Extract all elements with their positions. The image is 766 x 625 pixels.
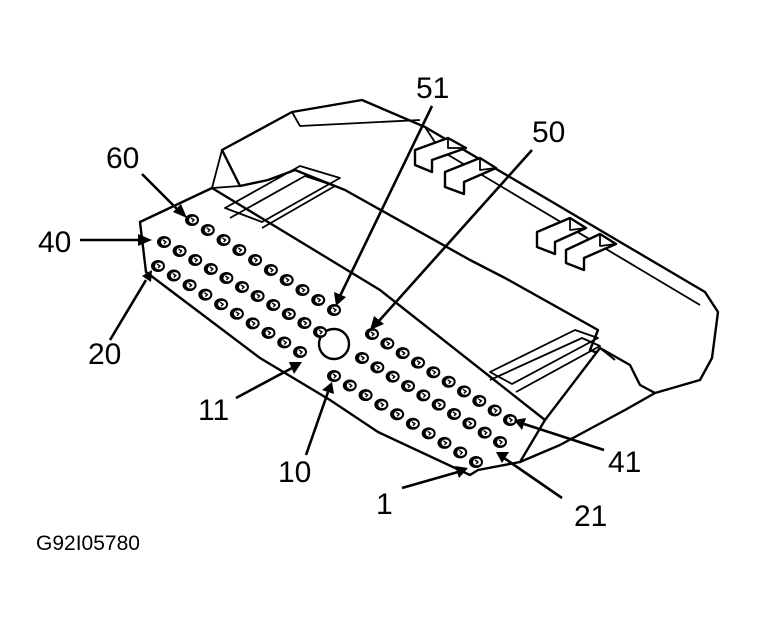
callout-41: 41: [608, 446, 641, 479]
arrowhead-50: [370, 316, 384, 330]
pin-left-row-middle: [172, 245, 187, 257]
pin-left-row-top: [185, 214, 199, 226]
pin-left-row-bottom: [182, 279, 197, 292]
pin-left-row-top: [216, 234, 231, 246]
leader-41: [523, 422, 605, 452]
pin-left-row-bottom: [293, 346, 307, 358]
pin-left-row-middle: [235, 281, 249, 293]
pin-left-row-top: [200, 224, 215, 236]
pin-left-row-bottom: [245, 317, 260, 330]
pin-left-row-middle: [250, 290, 265, 302]
pin-right-row-top: [472, 394, 487, 407]
pin-left-row-top: [248, 254, 263, 266]
pin-right-row-middle: [462, 417, 477, 430]
pin-left-row-middle: [297, 317, 312, 329]
pin-left-row-top: [295, 284, 310, 296]
pin-right-row-top: [441, 375, 456, 388]
callout-60: 60: [106, 142, 139, 175]
pin-right-row-middle: [493, 436, 507, 448]
pin-left-row-bottom: [151, 260, 165, 272]
pin-right-row-bottom: [405, 417, 420, 430]
arrowhead-10: [322, 382, 334, 394]
pin-right-row-middle: [355, 352, 369, 364]
pin-right-row-top: [380, 337, 395, 350]
connector-body: [138, 98, 720, 477]
pin-left-row-middle: [219, 272, 234, 284]
callout-20: 20: [88, 338, 121, 371]
pin-right-row-bottom: [358, 389, 373, 402]
pin-left-row-top: [327, 304, 341, 316]
pin-left-row-middle: [266, 299, 281, 311]
pin-left-row-middle: [313, 326, 327, 338]
leader-51: [338, 105, 434, 297]
pin-left-row-bottom: [166, 269, 181, 282]
leader-10: [304, 391, 330, 456]
pin-right-row-top: [365, 328, 379, 340]
pin-left-row-top: [311, 294, 326, 306]
pin-right-row-bottom: [453, 446, 468, 459]
pin-left-row-bottom: [261, 326, 276, 339]
callout-50: 50: [532, 116, 565, 149]
leader-21: [503, 456, 563, 500]
pin-right-row-middle: [385, 370, 400, 383]
pin-left-row-middle: [157, 236, 171, 248]
leader-lines: [80, 105, 605, 500]
pin-array: [151, 214, 517, 468]
pin-right-row-middle: [447, 408, 461, 420]
pin-left-row-top: [263, 264, 278, 276]
arrowhead-21: [496, 452, 509, 463]
pin-right-row-top: [457, 385, 471, 398]
pin-right-row-top: [411, 356, 425, 369]
pin-right-row-bottom: [327, 370, 341, 382]
callout-21: 21: [574, 500, 607, 533]
pin-right-row-middle: [431, 398, 446, 411]
pin-right-row-top: [503, 414, 517, 426]
leader-1: [401, 470, 459, 490]
pin-right-row-middle: [401, 380, 415, 392]
arrowhead-1: [455, 466, 468, 478]
callout-51: 51: [416, 72, 449, 105]
arrowhead-60: [173, 204, 187, 218]
pin-left-row-bottom: [229, 307, 244, 320]
callout-labels: 60 51 50 40 20 11 10 1 41 21 G92I05780: [36, 72, 641, 555]
arrowhead-40: [138, 234, 152, 246]
pin-right-row-bottom: [421, 427, 436, 440]
pin-left-row-top: [232, 244, 247, 256]
callout-1: 1: [376, 488, 393, 521]
pin-right-row-middle: [370, 361, 385, 374]
pin-right-row-bottom: [342, 379, 357, 392]
pin-left-row-middle: [281, 308, 296, 320]
pin-right-row-top: [395, 347, 410, 360]
arrowhead-41: [514, 418, 526, 430]
pin-left-row-middle: [188, 254, 203, 266]
pin-left-row-top: [279, 274, 294, 286]
pin-right-row-bottom: [437, 436, 452, 449]
pin-right-row-middle: [416, 389, 431, 402]
callout-11: 11: [198, 394, 229, 427]
arrowhead-51: [334, 292, 346, 306]
leader-60: [141, 173, 181, 213]
pin-right-row-middle: [477, 426, 492, 439]
arrowhead-20: [142, 270, 152, 282]
pin-right-row-bottom: [469, 456, 483, 468]
leader-20: [108, 279, 148, 341]
pin-left-row-bottom: [214, 298, 229, 311]
leader-50: [377, 149, 533, 323]
pin-left-row-middle: [203, 263, 218, 275]
callout-40: 40: [38, 226, 71, 259]
pin-right-row-bottom: [374, 398, 389, 411]
pin-right-row-top: [426, 366, 441, 379]
pin-right-row-bottom: [390, 408, 405, 421]
callout-10: 10: [278, 456, 311, 489]
pin-right-row-top: [487, 404, 502, 417]
pin-left-row-bottom: [277, 336, 292, 349]
leader-11: [235, 366, 293, 400]
pin-left-row-bottom: [198, 288, 213, 301]
figure-id: G92I05780: [36, 532, 140, 555]
arrowhead-11: [289, 362, 302, 374]
